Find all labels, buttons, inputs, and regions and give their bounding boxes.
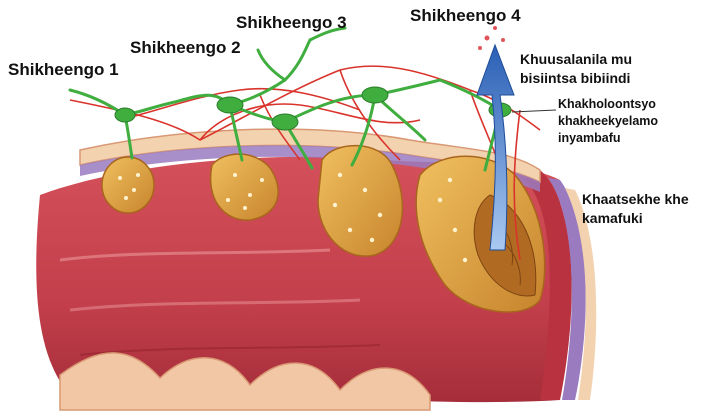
tumor-stage-1: [102, 157, 154, 213]
vessels-line-2: khakheekyelamo: [558, 113, 658, 130]
stage-3-label: Shikheengo 3: [236, 13, 347, 33]
wall-line-2: kamafuki: [582, 209, 689, 228]
spread-line-1: Khuusalanila mu: [520, 50, 632, 69]
stage-4-label: Shikheengo 4: [410, 6, 521, 26]
vessels-line-1: Khakholoontsyo: [558, 96, 658, 113]
wall-line-1: Khaatsekhe khe: [582, 190, 689, 209]
vessels-line-3: inyambafu: [558, 130, 658, 147]
lymph-vessel-annotation: Khakholoontsyo khakheekyelamo inyambafu: [558, 96, 658, 147]
spread-annotation: Khuusalanila mu bisiintsa bibiindi: [520, 50, 632, 88]
stage-2-label: Shikheengo 2: [130, 38, 241, 58]
stage-1-label: Shikheengo 1: [8, 60, 119, 80]
vessels-leader-line: [512, 110, 556, 112]
spread-line-2: bisiintsa bibiindi: [520, 69, 632, 88]
wall-annotation: Khaatsekhe khe kamafuki: [582, 190, 689, 228]
